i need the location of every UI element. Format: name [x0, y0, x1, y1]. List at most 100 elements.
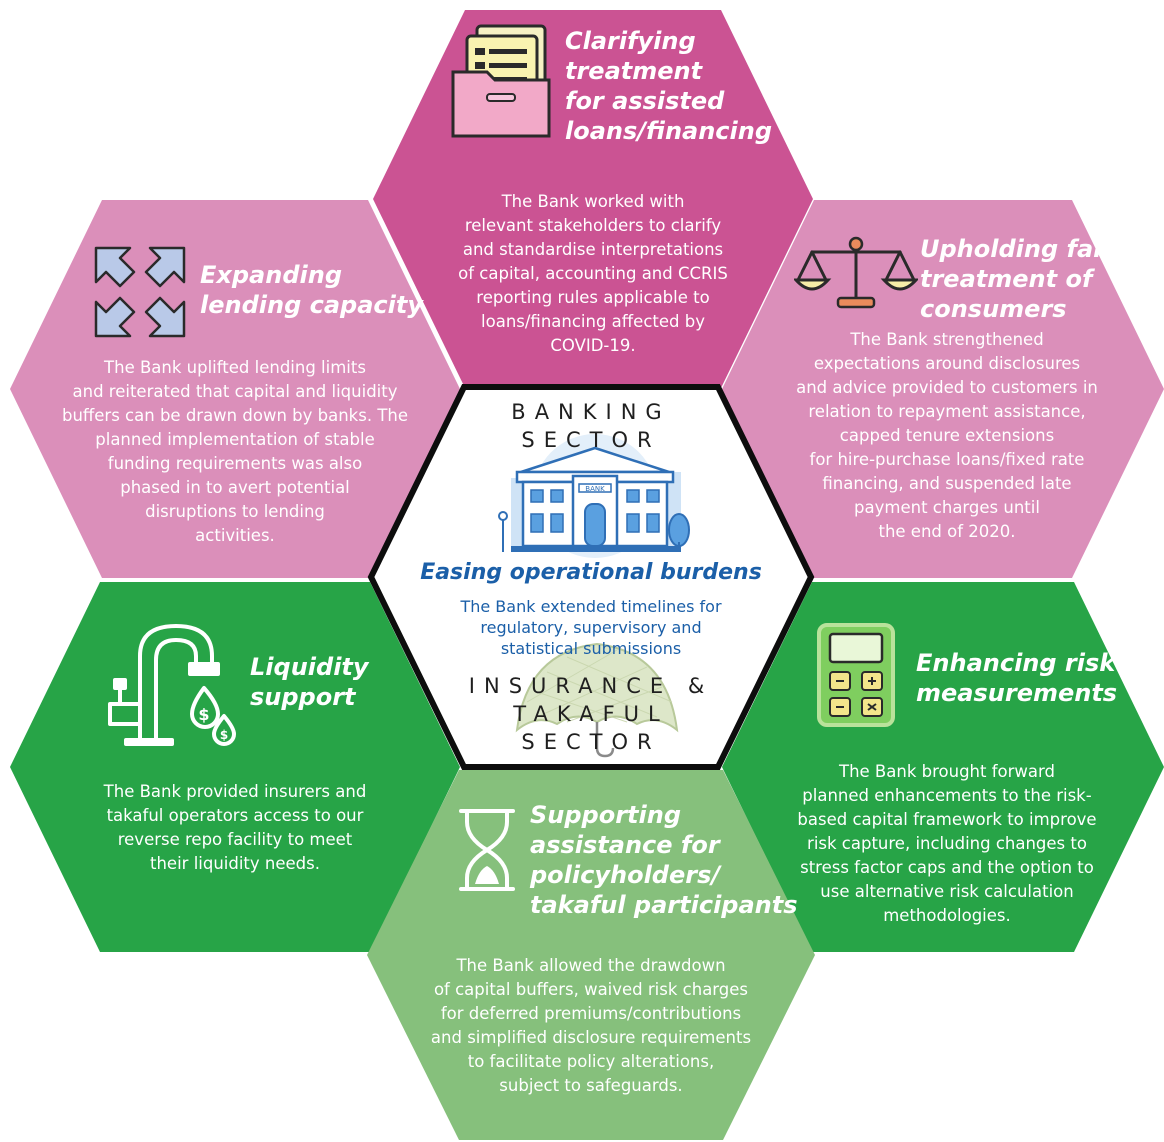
body-line: to facilitate policy alterations,: [467, 1052, 715, 1071]
center-heading: Easing operational burdens: [420, 560, 762, 585]
hex-bottom-body: The Bank allowed the drawdown of capital…: [407, 954, 775, 1098]
body-line: activities.: [195, 526, 275, 545]
body-line: The Bank uplifted lending limits: [104, 358, 366, 377]
body-line: expectations around disclosures: [813, 354, 1081, 373]
body-line: disruptions to lending: [145, 502, 325, 521]
hex-top-title: Clarifying treatment for assisted loans/…: [565, 26, 772, 146]
folder-documents-icon: [449, 20, 557, 144]
body-line: loans/financing affected by: [481, 312, 705, 331]
title-line: measurements: [916, 679, 1118, 707]
hex-top: Clarifying treatment for assisted loans/…: [373, 10, 813, 388]
hex-lower-right-body: The Bank brought forward planned enhance…: [762, 760, 1132, 928]
hex-lower-left-body: The Bank provided insurers and takaful o…: [70, 780, 400, 876]
body-line: reporting rules applicable to: [476, 288, 710, 307]
body-line: stress factor caps and the option to: [800, 858, 1094, 877]
expand-arrows-icon: [92, 244, 188, 344]
title-line: policyholders/: [530, 861, 721, 889]
title-line: treatment of: [920, 265, 1093, 293]
hex-lower-right-title: Enhancing risk measurements: [916, 648, 1117, 708]
body-line: their liquidity needs.: [150, 854, 320, 873]
body-line: of capital, accounting and CCRIS: [458, 264, 728, 283]
hourglass-icon: [459, 808, 515, 896]
calculator-icon: [816, 622, 896, 732]
body-line: The Bank provided insurers and: [103, 782, 367, 801]
body-line: funding requirements was also: [107, 454, 363, 473]
body-line: relevant stakeholders to clarify: [464, 216, 722, 235]
title-line: Liquidity: [250, 653, 369, 681]
title-line: Enhancing risk: [916, 649, 1116, 677]
title-line: Upholding fair: [920, 235, 1114, 263]
title-line: takaful participants: [530, 891, 798, 919]
title-line: consumers: [920, 295, 1067, 323]
insurance-sector-label: INSURANCE & TAKAFUL SECTOR: [367, 672, 815, 756]
hex-lower-right: Enhancing risk measurements The Bank bro…: [722, 582, 1164, 952]
bank-sign: BANK: [585, 485, 605, 493]
insurance-line-2: TAKAFUL: [513, 702, 669, 726]
title-line: lending capacity: [200, 291, 423, 319]
insurance-line-1: INSURANCE &: [468, 674, 714, 698]
body-line: of capital buffers, waived risk charges: [433, 980, 749, 999]
svg-text:$: $: [220, 728, 228, 742]
body-line: capped tenure extensions: [839, 426, 1055, 445]
title-line: for assisted: [565, 87, 725, 115]
banking-sector-label: BANKING SECTOR: [367, 398, 815, 454]
title-line: Expanding: [200, 261, 343, 289]
hex-center: BANK BANKING SECTOR Easing operational b…: [367, 384, 815, 770]
body-line: regulatory, supervisory and: [480, 618, 702, 637]
umbrella-icon: [507, 622, 687, 766]
body-line: methodologies.: [883, 906, 1011, 925]
body-line: The Bank extended timelines for: [460, 597, 722, 616]
body-line: and advice provided to customers in: [796, 378, 1098, 397]
banking-line-2: SECTOR: [521, 428, 661, 452]
insurance-line-3: SECTOR: [521, 730, 661, 754]
title-line: assistance for: [530, 831, 720, 859]
body-line: takaful operators access to our: [106, 806, 364, 825]
center-body: The Bank extended timelines for regulato…: [367, 596, 815, 659]
title-line: support: [250, 683, 356, 711]
hex-lower-left: $ $ Liquidity support The Bank provided …: [10, 582, 460, 952]
svg-text:$: $: [198, 705, 209, 724]
body-line: the end of 2020.: [878, 522, 1016, 541]
hex-lower-left-shape: [10, 582, 460, 952]
title-line: Supporting: [530, 801, 682, 829]
body-line: based capital framework to improve: [797, 810, 1097, 829]
body-line: The Bank brought forward: [839, 762, 1055, 781]
hex-upper-right: Upholding fair treatment of consumers Th…: [722, 200, 1164, 578]
body-line: COVID-19.: [550, 336, 636, 355]
balance-scale-icon: [792, 234, 920, 316]
body-line: statistical submissions: [500, 639, 682, 658]
body-line: use alternative risk calculation: [820, 882, 1074, 901]
title-line: Clarifying: [565, 27, 696, 55]
body-line: and simplified disclosure requirements: [430, 1028, 752, 1047]
title-line: treatment: [565, 57, 703, 85]
body-line: planned implementation of stable: [95, 430, 375, 449]
body-line: reverse repo facility to meet: [117, 830, 353, 849]
body-line: The Bank worked with: [501, 192, 685, 211]
hex-upper-left-shape: [10, 200, 460, 578]
body-line: planned enhancements to the risk-: [802, 786, 1092, 805]
bank-building-icon: BANK: [495, 432, 695, 562]
hex-top-body: The Bank worked with relevant stakeholde…: [413, 190, 773, 358]
hex-upper-left-body: The Bank uplifted lending limits and rei…: [50, 356, 420, 548]
body-line: for hire-purchase loans/fixed rate: [809, 450, 1085, 469]
title-line: loans/financing: [565, 117, 773, 145]
hex-lower-left-title: Liquidity support: [250, 652, 369, 712]
body-line: The Bank allowed the drawdown: [456, 956, 726, 975]
hex-bottom-title: Supporting assistance for policyholders/…: [530, 800, 798, 920]
banking-line-1: BANKING: [511, 400, 671, 424]
hex-upper-right-shape: [722, 200, 1164, 578]
body-line: buffers can be drawn down by banks. The: [61, 406, 409, 425]
body-line: relation to repayment assistance,: [808, 402, 1086, 421]
body-line: payment charges until: [854, 498, 1040, 517]
hex-upper-right-title: Upholding fair treatment of consumers: [920, 234, 1113, 324]
hex-center-shape: [367, 384, 815, 770]
body-line: risk capture, including changes to: [807, 834, 1087, 853]
hex-upper-left-title: Expanding lending capacity: [200, 260, 423, 320]
hex-bottom: Supporting assistance for policyholders/…: [367, 770, 815, 1140]
body-line: phased in to avert potential: [120, 478, 350, 497]
body-line: The Bank strengthened: [850, 330, 1044, 349]
body-line: for deferred premiums/contributions: [440, 1004, 742, 1023]
faucet-money-icon: $ $: [106, 616, 246, 752]
hex-upper-left: Expanding lending capacity The Bank upli…: [10, 200, 460, 578]
body-line: and standardise interpretations: [462, 240, 724, 259]
